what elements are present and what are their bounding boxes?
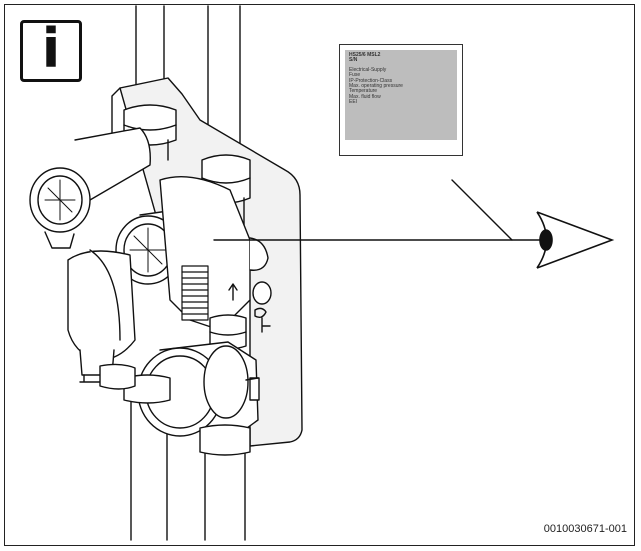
type-plate-label: HS25/6 MSL2 S/N Electrical-Supply Fuse I…: [345, 50, 457, 140]
union-nut-bottom: [199, 424, 251, 456]
eye-icon: [536, 211, 615, 269]
leader-line-to-plate: [451, 179, 513, 241]
key-symbol: [254, 307, 271, 333]
pipe-clamps-left: [99, 363, 171, 404]
info-glyph: i: [41, 17, 61, 80]
info-icon: i: [20, 20, 82, 82]
reference-code: 0010030671-001: [543, 523, 627, 535]
dirt-separator: [67, 249, 136, 383]
ribbed-ring: [181, 265, 209, 321]
circulator-pump: [137, 341, 260, 437]
side-knob: [252, 281, 272, 305]
plate-line: Electrical-Supply: [349, 66, 387, 73]
plate-line: Fuse: [349, 72, 361, 79]
plate-line: Temperature: [349, 88, 378, 95]
plate-line: EEI: [349, 99, 358, 106]
plate-line: Max. fluid flow: [349, 93, 381, 100]
plate-serial: S/N: [349, 57, 358, 64]
type-plate: HS25/6 MSL2 S/N Electrical-Supply Fuse I…: [339, 44, 463, 156]
plate-line: Max. operating pressure: [349, 83, 403, 90]
plate-model: HS25/6 MSL2: [349, 52, 381, 58]
plate-line: IP-Protection-Class: [349, 77, 393, 84]
thermometer-rear: [29, 127, 151, 249]
flow-arrow: [228, 283, 238, 301]
